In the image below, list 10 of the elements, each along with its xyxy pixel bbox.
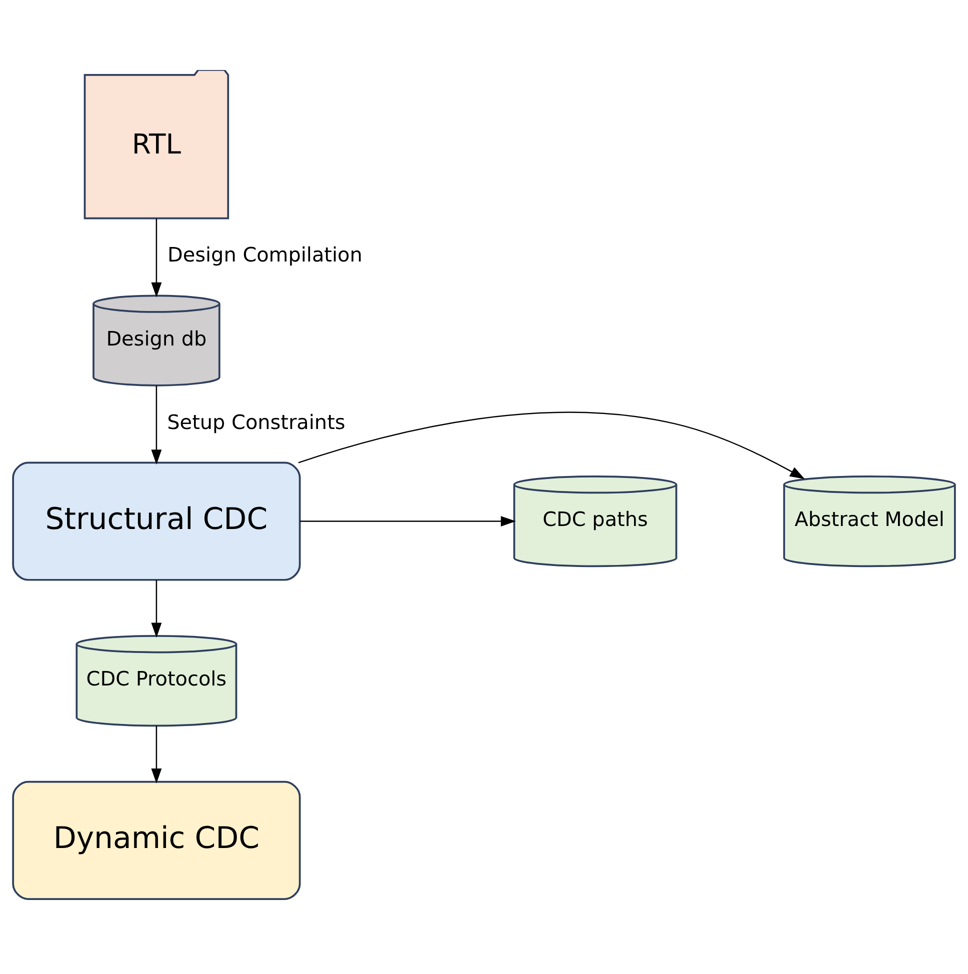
arrow [151,726,162,784]
node-box: Structural CDC [12,462,301,581]
arrow [300,516,516,527]
node-box: Dynamic CDC [12,780,301,900]
edge-label: Setup Constraints [167,410,346,434]
arrow [151,218,162,298]
edge-label: Design Compilation [168,242,362,267]
arrow [298,412,805,480]
arrow [151,580,162,638]
arrow [151,386,162,465]
